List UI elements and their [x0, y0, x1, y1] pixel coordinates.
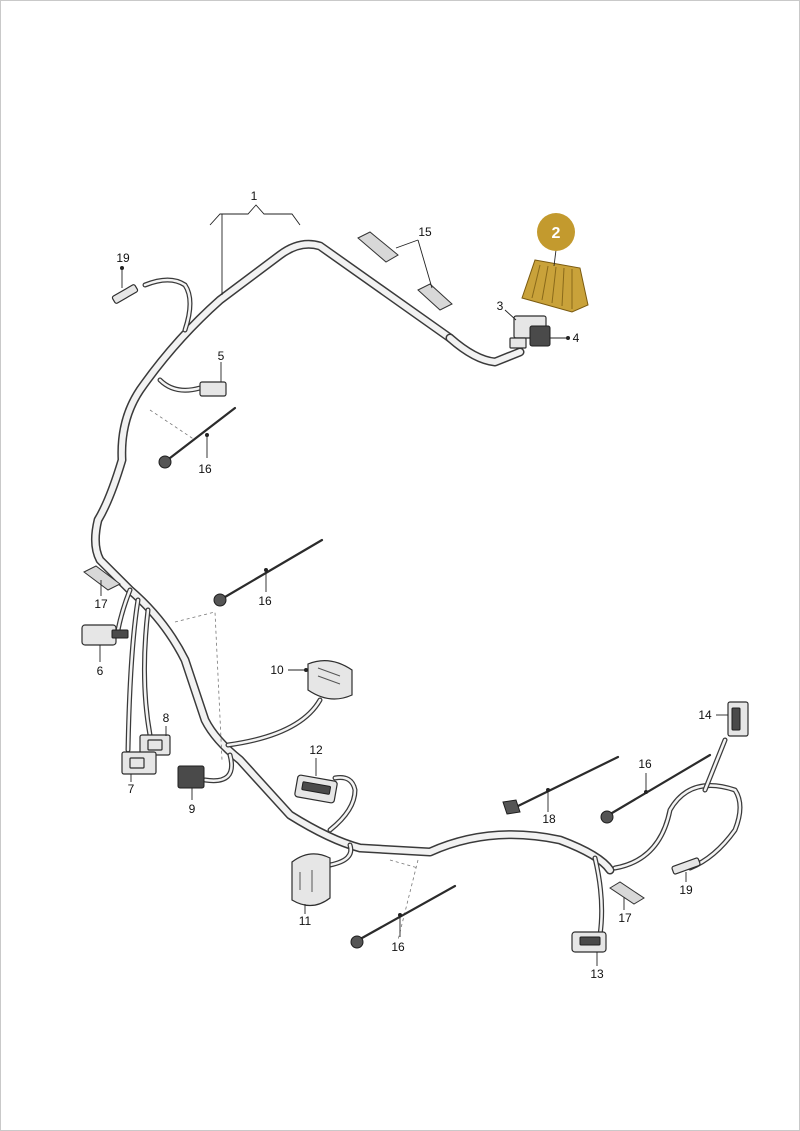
- clip-17-left: [83, 565, 121, 596]
- label-1: 1: [251, 189, 258, 203]
- label-5: 5: [218, 349, 225, 363]
- connector-12: [294, 758, 338, 804]
- label-16-a: 16: [198, 462, 212, 476]
- cable-tie-18: [502, 755, 620, 815]
- label-19-b: 19: [679, 883, 693, 897]
- label-17-b: 17: [618, 911, 632, 925]
- clip-17-right: [609, 881, 645, 910]
- label-10: 10: [270, 663, 284, 677]
- cable-tie-16-a: [158, 406, 237, 469]
- label-18: 18: [542, 812, 556, 826]
- connector-7: [121, 751, 157, 782]
- label-8: 8: [163, 711, 170, 725]
- harness-branches: [115, 277, 743, 938]
- svg-text:2: 2: [552, 225, 561, 242]
- part-labels: 1 3 4 5 6 7 8 9 10 11 12 13 14 15 16 16 …: [94, 189, 712, 981]
- label-16-b: 16: [258, 594, 272, 608]
- label-16-d: 16: [391, 940, 405, 954]
- connector-6: [81, 624, 129, 662]
- terminal-19-right: [671, 857, 701, 882]
- label-9: 9: [189, 802, 196, 816]
- label-19-a: 19: [116, 251, 130, 265]
- connector-11: [291, 853, 331, 914]
- dashed-guides: [149, 409, 419, 941]
- highlighted-pad: [521, 249, 589, 313]
- label-13: 13: [590, 967, 604, 981]
- connector-13: [571, 931, 607, 966]
- cable-tie-16-d: [350, 884, 457, 949]
- label-12: 12: [309, 743, 323, 757]
- terminal-19-top: [111, 266, 139, 304]
- connector-9: [177, 765, 205, 800]
- connector-10: [288, 660, 353, 700]
- label-11: 11: [299, 914, 312, 928]
- label-7: 7: [128, 782, 135, 796]
- label-3: 3: [497, 299, 504, 313]
- label-15: 15: [418, 225, 432, 239]
- connector-8: [139, 726, 171, 756]
- bracket-1: [209, 204, 301, 295]
- connector-14: [716, 701, 749, 737]
- label-6: 6: [97, 664, 104, 678]
- label-4: 4: [573, 331, 580, 345]
- label-16-c: 16: [638, 757, 652, 771]
- clips-15: [357, 231, 453, 311]
- connector-3-4: [504, 309, 570, 349]
- connector-5: [199, 362, 227, 397]
- highlight-badge: 2: [537, 213, 575, 251]
- label-17-a: 17: [94, 597, 108, 611]
- label-14: 14: [698, 708, 712, 722]
- cable-tie-16-c: [600, 753, 712, 824]
- cable-tie-16-b: [213, 538, 324, 607]
